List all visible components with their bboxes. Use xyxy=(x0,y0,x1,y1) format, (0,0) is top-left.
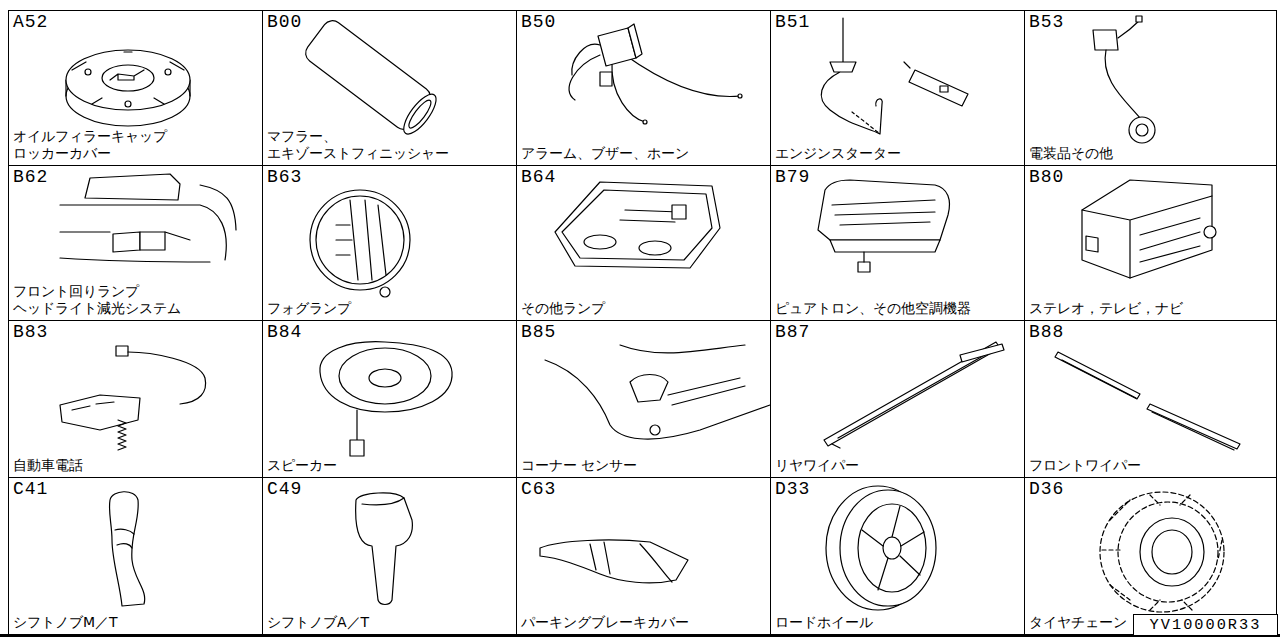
stereo-drawing xyxy=(1082,180,1216,278)
part-category-cell: B87 リヤワイパー xyxy=(770,320,1025,478)
category-label: フォグランプ xyxy=(267,300,351,317)
air-purifier-drawing xyxy=(818,180,949,272)
electrical-drawing xyxy=(1093,16,1155,143)
category-label: コーナー センサー xyxy=(521,457,637,474)
rear-wiper-drawing xyxy=(824,342,1004,448)
drawing-number-box: YV10000R33 xyxy=(1133,614,1278,636)
shift-knob-at-drawing xyxy=(356,493,413,605)
category-label: シフトノブM／T xyxy=(13,614,118,631)
category-code: B85 xyxy=(521,322,556,342)
category-code: B80 xyxy=(1029,167,1064,187)
speaker-drawing xyxy=(320,342,452,456)
category-code: D36 xyxy=(1029,479,1064,499)
category-label: ピュアトロン、その他空調機器 xyxy=(775,300,971,317)
part-category-cell: B50 アラーム、ブザー、ホーン xyxy=(516,10,771,166)
category-code: C49 xyxy=(267,479,302,499)
category-code: B63 xyxy=(267,167,302,187)
category-code: B87 xyxy=(775,322,810,342)
front-lamp-drawing xyxy=(60,174,236,262)
corner-sensor-drawing xyxy=(545,345,770,439)
category-label: リヤワイパー xyxy=(775,457,859,474)
category-label: その他ランプ xyxy=(521,300,605,317)
category-label: フロント回りランプ ヘッドライト減光システム xyxy=(13,283,181,317)
part-category-cell: C49 シフトノブA／T xyxy=(262,477,517,635)
category-label: マフラー、 エキゾーストフィニッシャー xyxy=(267,128,449,162)
part-category-cell: B80 ステレオ，テレビ，ナビ xyxy=(1024,165,1277,321)
category-label: 自動車電話 xyxy=(13,457,83,474)
part-category-cell: B63 フォグランプ xyxy=(262,165,517,321)
part-category-cell: D33 ロードホイール xyxy=(770,477,1025,635)
part-category-cell: B88 フロントワイパー xyxy=(1024,320,1277,478)
category-label: アラーム、ブザー、ホーン xyxy=(521,145,689,162)
category-code: B84 xyxy=(267,322,302,342)
category-code: B83 xyxy=(13,322,48,342)
category-label: スピーカー xyxy=(267,457,337,474)
tire-chain-drawing xyxy=(1100,492,1224,612)
part-category-cell: C41 シフトノブM／T xyxy=(8,477,263,635)
category-code: B62 xyxy=(13,167,48,187)
part-category-cell: D36 タイヤチェーン YV10000R33 xyxy=(1024,477,1277,635)
category-code: B50 xyxy=(521,12,556,32)
room-lamp-drawing xyxy=(555,182,720,268)
category-label: エンジンスターター xyxy=(775,145,901,162)
category-code: B53 xyxy=(1029,12,1064,32)
category-code: B64 xyxy=(521,167,556,187)
category-label: ロードホイール xyxy=(775,614,873,631)
category-code: A52 xyxy=(13,12,48,32)
category-label: タイヤチェーン xyxy=(1029,614,1127,631)
part-category-cell: B64 その他ランプ xyxy=(516,165,771,321)
oil-cap-drawing xyxy=(66,50,190,126)
category-label: ステレオ，テレビ，ナビ xyxy=(1029,300,1183,317)
category-code: B00 xyxy=(267,12,302,32)
part-category-cell: B51 エンジンスターター xyxy=(770,10,1025,166)
category-label: フロントワイパー xyxy=(1029,457,1141,474)
part-category-cell: B79 ピュアトロン、その他空調機器 xyxy=(770,165,1025,321)
category-label: シフトノブA／T xyxy=(267,614,369,631)
category-code: B51 xyxy=(775,12,810,32)
shift-knob-mt-drawing xyxy=(109,492,144,606)
part-category-cell: A52 オイルフィラーキャップ ロッカーカバー xyxy=(8,10,263,166)
part-category-cell: B00 マフラー、 エキゾーストフィニッシャー xyxy=(262,10,517,166)
engine-starter-drawing xyxy=(821,18,968,134)
category-label: オイルフィラーキャップ ロッカーカバー xyxy=(13,128,167,162)
front-wiper-drawing xyxy=(1055,352,1240,450)
alarm-drawing xyxy=(569,24,742,124)
part-category-cell: C63 パーキングブレーキカバー xyxy=(516,477,771,635)
part-category-cell: B85 コーナー センサー xyxy=(516,320,771,478)
fog-lamp-drawing xyxy=(310,190,410,297)
drawing-number: YV10000R33 xyxy=(1134,615,1277,635)
part-category-cell: B53 電装品その他 xyxy=(1024,10,1277,166)
category-code: B88 xyxy=(1029,322,1064,342)
category-code: B79 xyxy=(775,167,810,187)
part-category-cell: B83 自動車電話 xyxy=(8,320,263,478)
car-phone-drawing xyxy=(60,346,206,450)
category-code: D33 xyxy=(775,479,810,499)
muffler-drawing xyxy=(302,17,442,139)
part-category-cell: B62 フロント回りランプ ヘッドライト減光システム xyxy=(8,165,263,321)
category-code: C63 xyxy=(521,479,556,499)
category-label: 電装品その他 xyxy=(1029,145,1113,162)
category-label: パーキングブレーキカバー xyxy=(521,614,689,631)
parking-brake-drawing xyxy=(540,540,688,583)
road-wheel-drawing xyxy=(826,486,936,610)
category-code: C41 xyxy=(13,479,48,499)
part-category-cell: B84 スピーカー xyxy=(262,320,517,478)
